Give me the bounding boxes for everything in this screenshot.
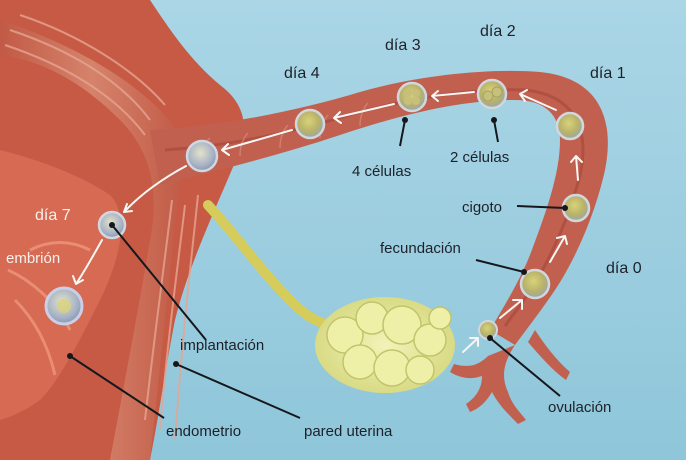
label-2-cells: 2 células	[450, 150, 509, 165]
label-day-2: día 2	[480, 24, 516, 40]
cell-day-4	[296, 110, 324, 138]
label-embryo: embrión	[6, 251, 60, 266]
label-day-3: día 3	[385, 38, 421, 54]
label-fertilization: fecundación	[380, 241, 461, 256]
cell-day-1	[557, 113, 583, 139]
cell-embryo-implanted	[46, 288, 82, 324]
label-day-4: día 4	[284, 66, 320, 82]
label-4-cells: 4 células	[352, 164, 411, 179]
label-uterine-wall: pared uterina	[304, 424, 392, 439]
label-zygote: cigoto	[462, 200, 502, 215]
label-day-1: día 1	[590, 66, 626, 82]
cell-morula	[187, 141, 217, 171]
label-implantation: implantación	[180, 338, 264, 353]
cell-four-cells	[398, 83, 426, 111]
ovary	[315, 297, 455, 393]
label-endometrium: endometrio	[166, 424, 241, 439]
cell-two-cells	[478, 80, 506, 108]
label-day-0: día 0	[606, 261, 642, 277]
label-ovulation: ovulación	[548, 400, 611, 415]
label-day-7: día 7	[35, 208, 71, 224]
